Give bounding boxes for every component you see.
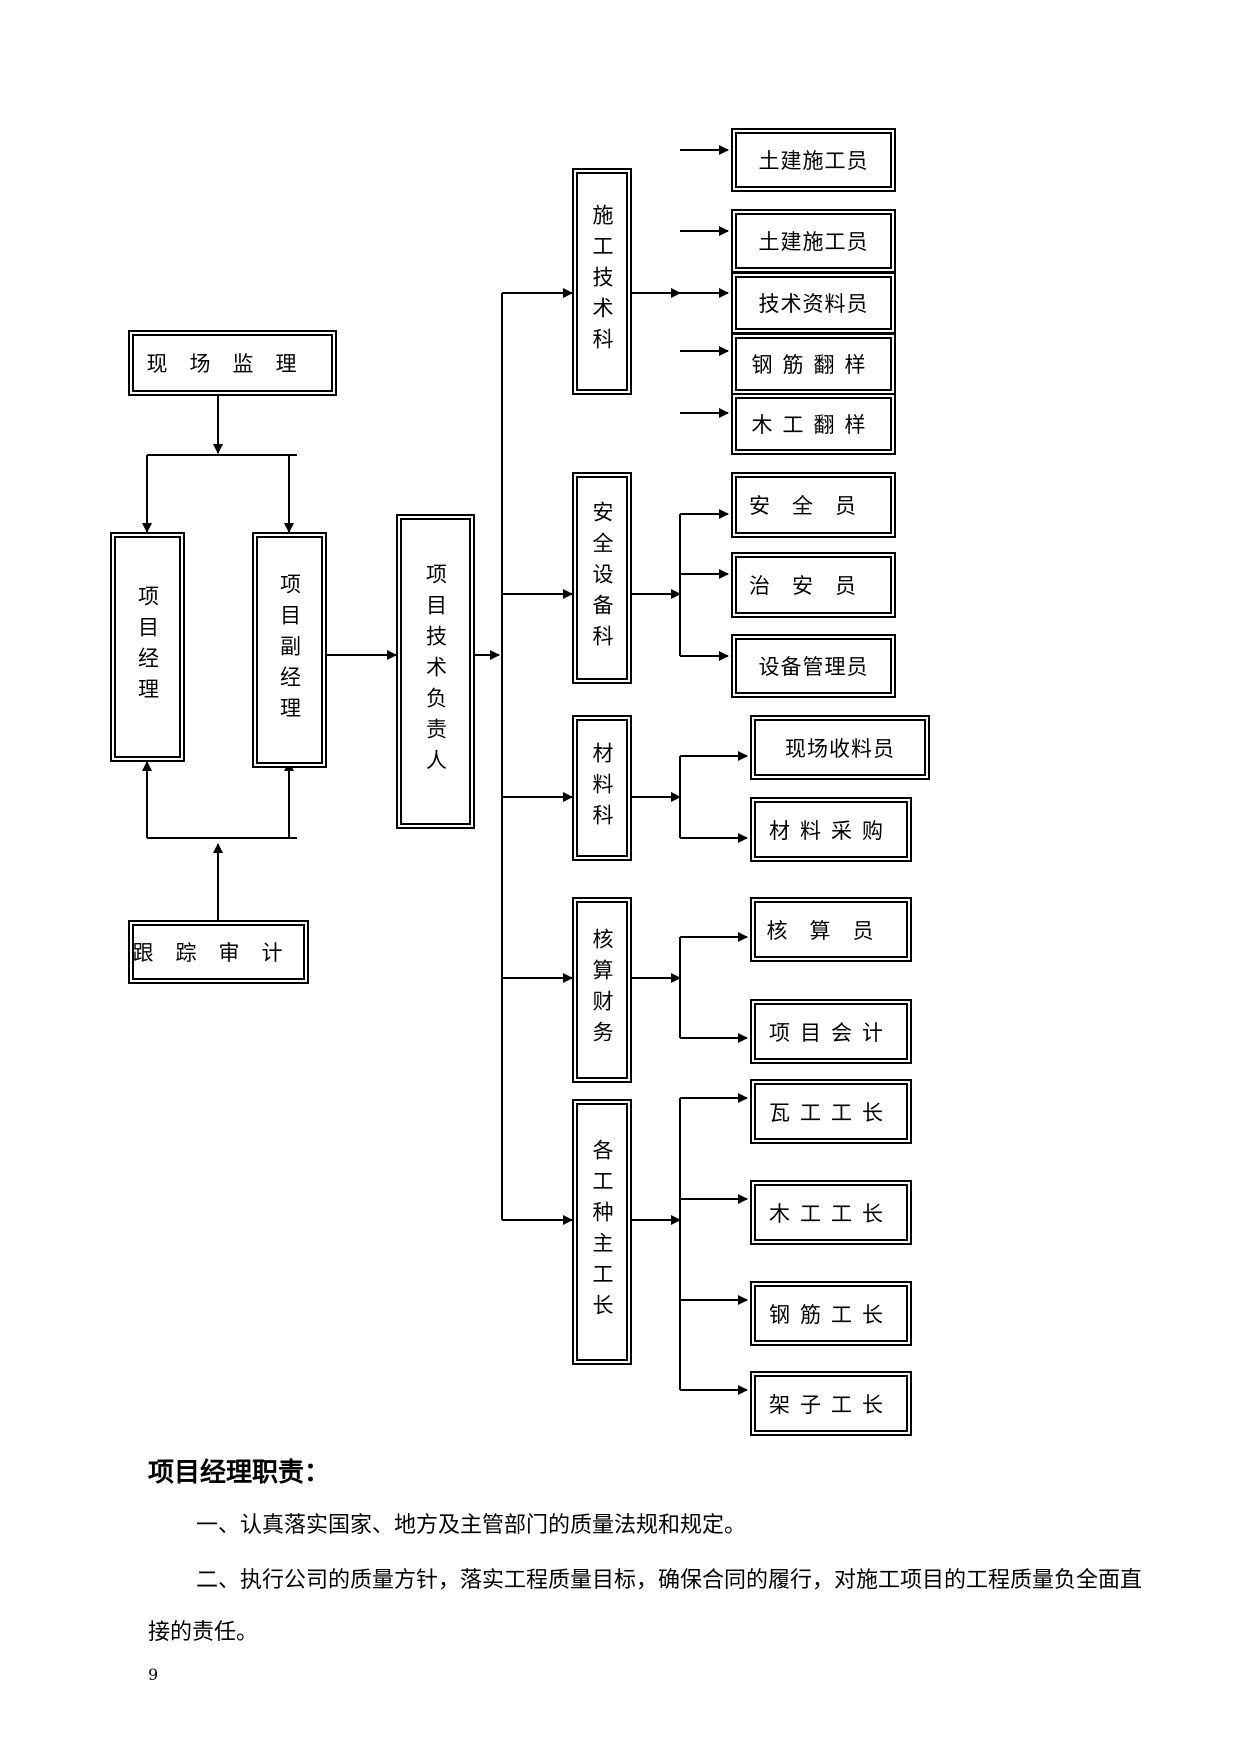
staff-tech-5: 木工翻样 <box>731 393 896 455</box>
paragraph-1: 一、认真落实国家、地方及主管部门的质量法规和规定。 <box>196 1513 747 1538</box>
staff-safety-1: 安全员 <box>731 472 896 538</box>
deputy-label: 项目副经理 <box>277 572 302 728</box>
staff-tech-4: 钢筋翻样 <box>731 333 896 395</box>
dept-finance-box: 核算财务 <box>572 897 632 1083</box>
dept-finance-label: 核算财务 <box>590 928 614 1052</box>
staff-foremen-1: 瓦工工长 <box>750 1079 912 1144</box>
staff-foremen-3: 钢筋工长 <box>750 1281 912 1346</box>
tech-head-label: 项目技术负责人 <box>423 563 448 780</box>
dept-foremen-box: 各工种主工长 <box>572 1099 632 1365</box>
staff-foremen-4: 架子工长 <box>750 1371 912 1436</box>
staff-tech-1: 土建施工员 <box>731 128 896 192</box>
staff-material-1: 现场收料员 <box>750 715 930 780</box>
staff-finance-2: 项目会计 <box>750 999 912 1064</box>
manager-label: 项目经理 <box>135 585 160 709</box>
staff-material-2: 材料采购 <box>750 797 912 862</box>
tech-head-box: 项目技术负责人 <box>396 514 475 829</box>
deputy-box: 项目副经理 <box>252 532 327 768</box>
page-number: 9 <box>148 1665 159 1684</box>
staff-tech-2: 土建施工员 <box>731 209 896 273</box>
dept-tech-box: 施工技术科 <box>572 168 632 395</box>
paragraph-2: 二、执行公司的质量方针，落实工程质量目标，确保合同的履行，对施工项目的工程质量负… <box>148 1568 1143 1645</box>
section-heading: 项目经理职责： <box>148 1458 331 1488</box>
dept-safety-box: 安全设备科 <box>572 472 632 684</box>
staff-safety-2: 治安员 <box>731 552 896 618</box>
dept-material-box: 材料科 <box>572 715 632 861</box>
staff-finance-1: 核算员 <box>750 897 912 962</box>
staff-safety-3: 设备管理员 <box>731 634 896 698</box>
dept-foremen-label: 各工种主工长 <box>590 1139 614 1325</box>
audit-box: 跟踪审计 <box>128 920 309 984</box>
dept-material-label: 材料科 <box>590 741 614 835</box>
staff-foremen-2: 木工工长 <box>750 1180 912 1245</box>
dept-safety-label: 安全设备科 <box>590 500 614 656</box>
dept-tech-label: 施工技术科 <box>590 204 614 359</box>
staff-tech-3: 技术资料员 <box>731 272 896 334</box>
manager-box: 项目经理 <box>110 532 185 762</box>
supervision-box: 现场监理 <box>128 330 337 396</box>
